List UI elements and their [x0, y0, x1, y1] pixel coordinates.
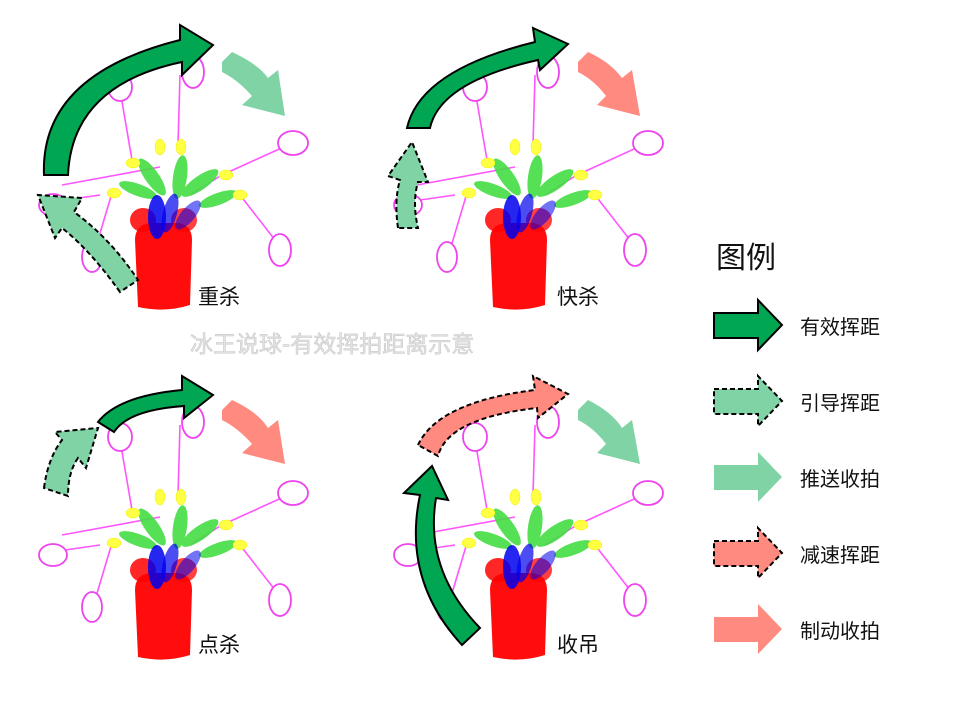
panel-drop-shot: 收吊	[393, 374, 664, 661]
legend: 图例 有效挥距 引导挥距 推送收拍 减速挥距 制动收拍	[713, 241, 880, 654]
guided-swing-arrow	[36, 193, 140, 294]
guided-swing-arrow	[42, 426, 100, 498]
legend-swatch-dashed-salmon	[713, 525, 784, 581]
effective-swing-arrow	[42, 23, 215, 176]
effective-swing-arrow	[96, 374, 215, 434]
brake-follow-arrow	[222, 400, 285, 464]
legend-label: 减速挥距	[800, 543, 880, 567]
panel-fast-smash: 快杀	[386, 26, 664, 311]
panel-label: 重杀	[198, 285, 240, 309]
legend-item-guided-swing: 引导挥距	[713, 373, 880, 429]
legend-swatch-plain-light-green	[714, 452, 782, 502]
brake-follow-arrow	[578, 52, 640, 116]
legend-item-effective-swing: 有效挥距	[713, 297, 880, 353]
watermark: 冰王说球-有效挥拍距离示意	[190, 332, 474, 358]
panel-label: 快杀	[557, 285, 599, 309]
legend-item-decel-swing: 减速挥距	[713, 525, 880, 581]
effective-swing-arrow	[405, 26, 570, 129]
legend-label: 有效挥距	[800, 315, 880, 339]
panel-label: 点杀	[198, 633, 240, 657]
effective-swing-arrow	[401, 464, 482, 647]
push-follow-arrow	[222, 52, 285, 116]
decel-swing-arrow	[416, 374, 570, 458]
legend-swatch-plain-salmon	[714, 604, 782, 654]
legend-title: 图例	[716, 241, 776, 276]
push-follow-arrow	[578, 400, 640, 464]
legend-label: 推送收拍	[800, 467, 880, 491]
legend-swatch-solid-dark-green	[713, 297, 784, 353]
panel-point-smash: 点杀	[38, 374, 309, 661]
guided-swing-arrow	[386, 139, 430, 229]
legend-label: 制动收拍	[800, 619, 880, 643]
legend-label: 引导挥距	[800, 391, 880, 415]
panel-heavy-smash: 重杀	[36, 23, 309, 311]
panel-label: 收吊	[557, 633, 599, 657]
legend-item-push-follow: 推送收拍	[714, 452, 880, 502]
legend-item-brake-follow: 制动收拍	[714, 604, 880, 654]
legend-swatch-dashed-light-green	[713, 373, 784, 429]
